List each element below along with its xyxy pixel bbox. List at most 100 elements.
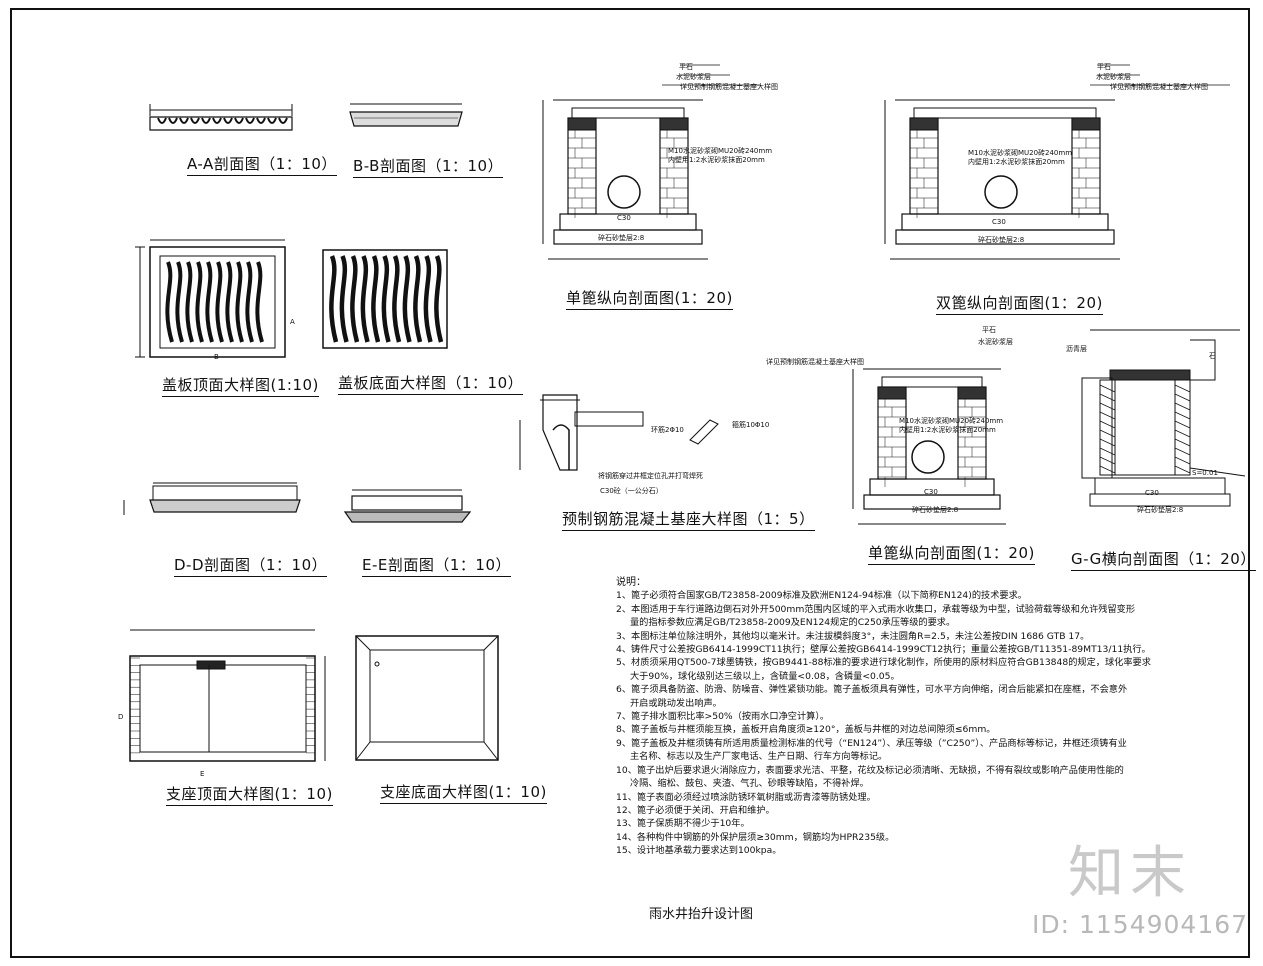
gg-hatch (1099, 465, 1116, 474)
label-gravel: 碎石砂垫层2:8 (598, 234, 645, 242)
precast-base-outline (542, 394, 578, 471)
gg-shaft (1114, 379, 1176, 476)
cover-bottom-rib (339, 255, 349, 343)
well-top-slab (913, 107, 1097, 119)
well-top-slab (881, 376, 983, 388)
note-line: 10、篦子出炉后要求退火消除应力，表面要求光洁、平整，花纹及标记必须清晰、无缺损… (616, 764, 1124, 776)
note-line: 9、篦子盖板及井框须铸有所适用质量检测标准的代号（“EN124”）、承压等级（”… (616, 737, 1127, 749)
aa-grating-bar (190, 117, 200, 124)
label-flat-stone-2: 平石 (1097, 63, 1111, 71)
cover-top-slot (245, 261, 254, 343)
section-marker-b: B (214, 353, 219, 361)
gg-hatch (1099, 393, 1116, 402)
cover-top-slot (255, 261, 264, 343)
label-see-precast-3: 详见预制钢筋混凝土基座大样图 (766, 358, 864, 366)
gg-hatch (1174, 411, 1191, 420)
label-wall-note-1c: M10水泥砂浆砌MU20砖240mm (899, 417, 1004, 425)
well-precast-left (877, 386, 907, 400)
well-top-slab (571, 107, 685, 119)
gg-hatch (1174, 393, 1191, 402)
aa-grating-bar (223, 117, 233, 124)
title-single-longitudinal-2: 单篦纵向剖面图(1：20) (868, 542, 1035, 565)
cover-top-slot (195, 261, 204, 343)
dd-frame (152, 485, 298, 501)
gg-hatch (1099, 420, 1116, 429)
well-precast-right (659, 117, 689, 131)
seat-bottom-inner (369, 649, 485, 743)
well-gravel-bed (895, 229, 1115, 245)
section-marker-a: A (290, 318, 295, 326)
gg-c30 (1094, 477, 1226, 495)
ee-frame (351, 495, 463, 511)
label-flat-stone: 平石 (679, 63, 693, 71)
gg-hatch (1174, 438, 1191, 447)
title-double-longitudinal: 双篦纵向剖面图(1：20) (936, 292, 1103, 315)
drawing-line (483, 635, 499, 651)
precast-bar-detail (689, 419, 719, 445)
note-line: 11、篦子表面必须经过喷涂防锈环氧树脂或沥青漆等防锈处理。 (616, 791, 876, 803)
aa-grating-outline (149, 116, 293, 131)
ee-seat (343, 511, 472, 523)
label-cement-layer: 水泥砂浆层 (676, 73, 711, 81)
title-gg-section: G-G横向剖面图（1：20） (1071, 548, 1256, 571)
gg-hatch (1099, 429, 1116, 438)
label-c30-2: C30 (992, 218, 1006, 226)
note-line: 4、铸件尺寸公差按GB6414-1999CT11执行；壁厚公差按GB6414-1… (616, 644, 1151, 656)
cover-bottom-rib (350, 255, 360, 343)
note-line: 主名称、标志以及生产厂家电话、生产日期、行车方向等标记。 (630, 751, 888, 763)
drawing-line (1189, 467, 1246, 477)
cover-bottom-rib (434, 255, 444, 343)
seat-top-inner (139, 664, 307, 753)
cover-top-outline (149, 246, 286, 358)
seat-bottom-outline (355, 635, 499, 761)
aa-grating-bar (179, 117, 189, 124)
cover-top-slot (235, 261, 244, 343)
gg-hatch (1174, 420, 1191, 429)
aa-grating-bar (245, 117, 255, 124)
aa-grating-bar (212, 117, 222, 124)
gg-hatch (1174, 402, 1191, 411)
title-aa-section: A-A剖面图（1：10） (187, 153, 337, 176)
note-line: 2、本图适用于车行道路边倒石对外开500mm范围内区域的平入式雨水收集口，承载等… (616, 603, 1136, 615)
label-c30-4: C30 (1145, 489, 1159, 497)
drawing-line (355, 635, 371, 651)
notes-heading: 说明： (616, 577, 646, 588)
cover-bottom-rib (329, 255, 339, 343)
seat-top-outline (129, 655, 316, 762)
label-c30: C30 (617, 214, 631, 222)
label-c30-3: C30 (924, 488, 938, 496)
drawing-circle (911, 440, 945, 474)
note-line: 5、材质须采用QT500-7球墨铸铁，按GB9441-88标准的要求进行球化制作… (616, 657, 1151, 669)
cover-bottom-rib (381, 255, 391, 343)
label-slope: S=0.01 (1192, 469, 1218, 477)
drawing-circle (607, 175, 641, 209)
cover-bottom-rib (413, 255, 423, 343)
note-line: 量的指标参数应满足GB/T23858-2009及EN124规定的C250承压等级… (630, 617, 956, 629)
dd-section-outline (149, 499, 301, 513)
cover-bottom-rib (360, 255, 370, 343)
gg-hatch (1099, 456, 1116, 465)
cover-top-slot (165, 261, 174, 343)
cover-top-slot (185, 261, 194, 343)
label-wall-note-2c: 内壁用1:2水泥砂浆抹面20mm (899, 426, 996, 434)
drawing-line (483, 741, 499, 761)
gg-hatch (1174, 429, 1191, 438)
drawing-line (355, 741, 371, 761)
note-line: 1、篦子必须符合国家GB/T23858-2009标准及欧洲EN124-94标准（… (616, 590, 1027, 602)
cover-top-slot (175, 261, 184, 343)
label-rebar-note: 将钢筋穿过井框定位孔并打弯焊死 (598, 472, 703, 480)
note-line: 6、篦子须具备防盗、防滑、防噪音、弹性紧锁功能。篦子盖板须具有弹性，可水平方向伸… (616, 684, 1128, 696)
label-flat-stone-3: 平石 (982, 326, 996, 334)
gg-hatch (1174, 465, 1191, 474)
label-ring-bar: 环筋2Φ10 (651, 426, 684, 434)
well-gravel-bed (553, 229, 703, 245)
title-cover-top: 盖板顶面大样图(1:10) (162, 374, 319, 397)
aa-grating-bar (168, 117, 178, 124)
gg-cover (1109, 369, 1191, 381)
gg-hatch (1099, 447, 1116, 456)
label-wall-note-1b: M10水泥砂浆砌MU20砖240mm (968, 149, 1073, 157)
drawing-title: 雨水井抬升设计图 (649, 907, 754, 922)
gg-hatch (1174, 456, 1191, 465)
